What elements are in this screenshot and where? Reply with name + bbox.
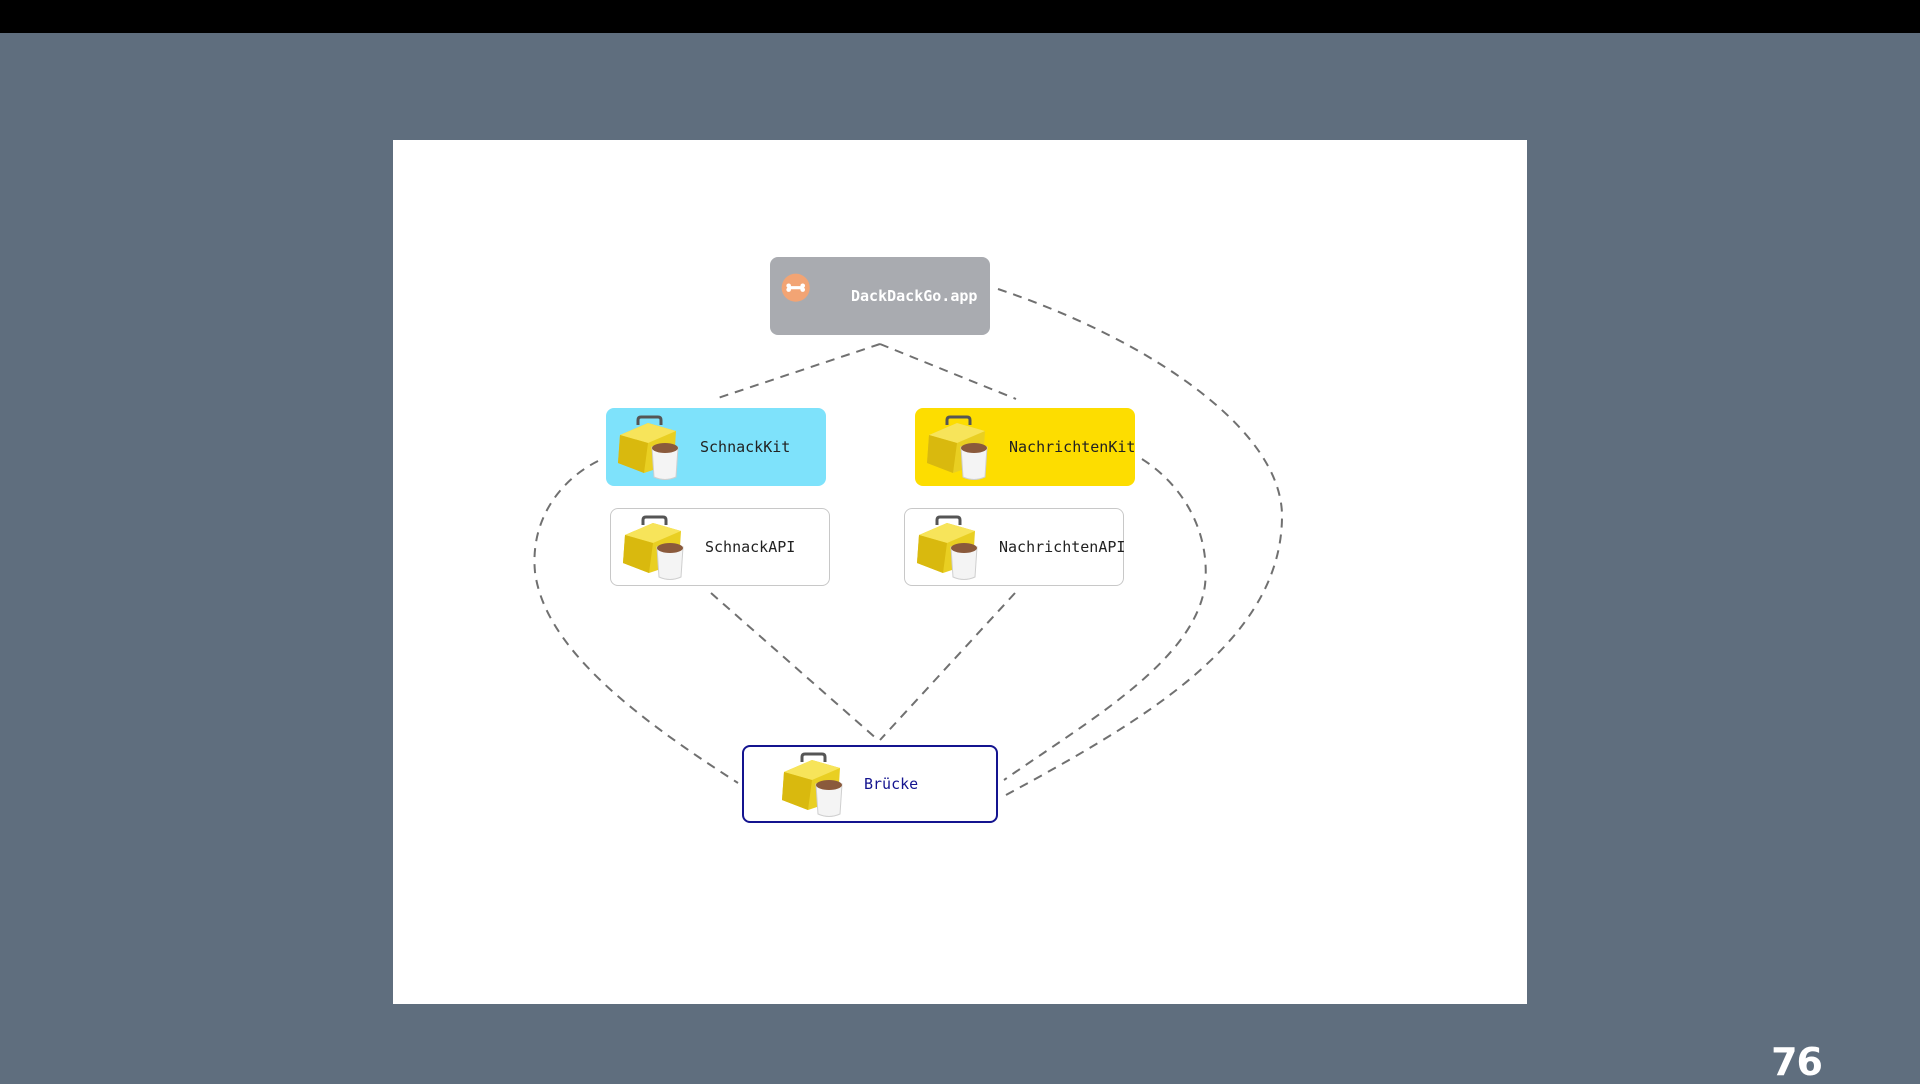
framework-toolbox-icon bbox=[614, 411, 686, 483]
top-bar bbox=[0, 0, 1920, 33]
node-label-dackdackgo-app: DackDackGo.app bbox=[851, 287, 977, 305]
node-schnackkit[interactable]: SchnackKit bbox=[606, 408, 826, 486]
node-label-bruecke: Brücke bbox=[864, 775, 918, 793]
framework-toolbox-icon bbox=[619, 511, 691, 583]
framework-toolbox-icon bbox=[913, 511, 985, 583]
framework-toolbox-icon bbox=[923, 411, 995, 483]
node-label-schnackkit: SchnackKit bbox=[700, 438, 790, 456]
slide-number: 76 bbox=[1771, 1040, 1822, 1084]
framework-toolbox-icon bbox=[778, 748, 850, 820]
node-nachrichtenapi[interactable]: NachrichtenAPI bbox=[904, 508, 1124, 586]
node-label-schnackapi: SchnackAPI bbox=[705, 538, 795, 556]
app-bone-icon bbox=[781, 273, 827, 319]
node-label-nachrichtenkit: NachrichtenKit bbox=[1009, 438, 1135, 456]
node-label-nachrichtenapi: NachrichtenAPI bbox=[999, 538, 1125, 556]
node-nachrichtenkit[interactable]: NachrichtenKit bbox=[915, 408, 1135, 486]
node-dackdackgo-app[interactable]: DackDackGo.app bbox=[770, 257, 990, 335]
node-schnackapi[interactable]: SchnackAPI bbox=[610, 508, 830, 586]
node-bruecke[interactable]: Brücke bbox=[742, 745, 998, 823]
